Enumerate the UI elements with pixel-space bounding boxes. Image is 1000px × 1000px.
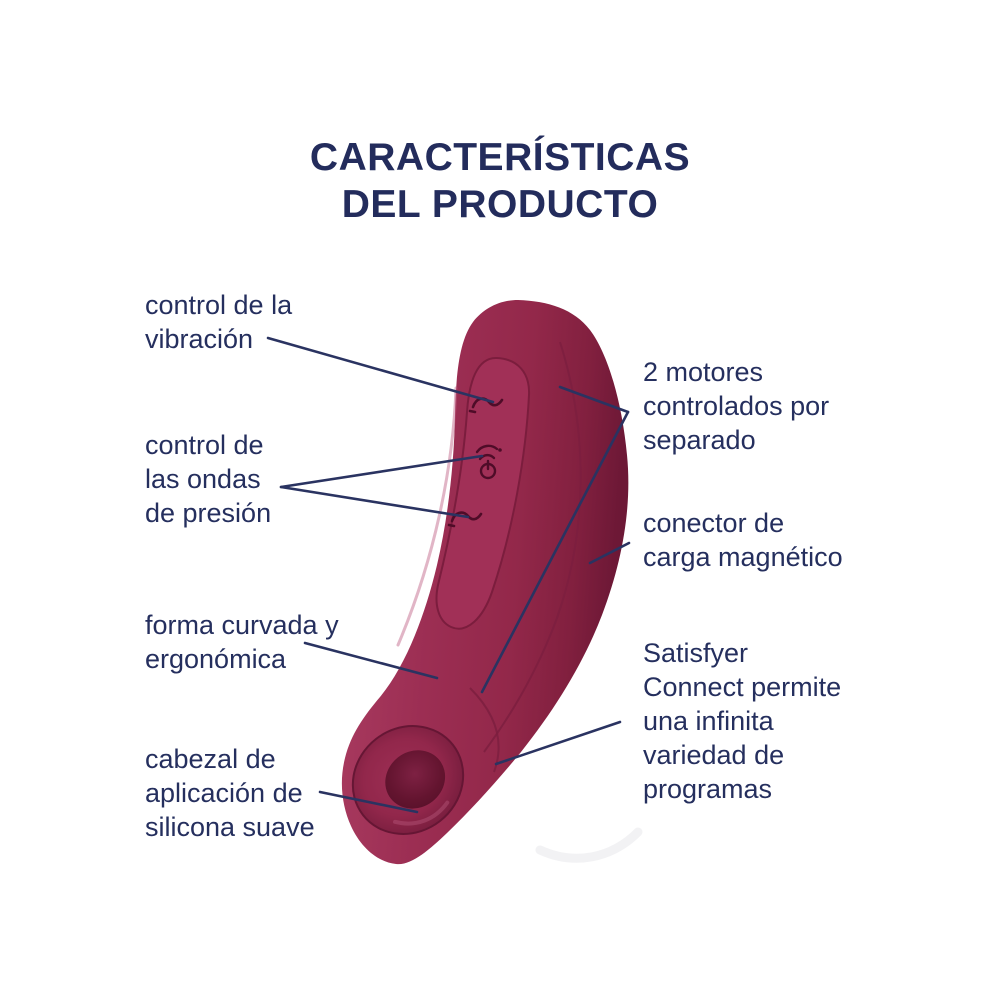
leader-line-magnetic-charger <box>588 541 631 565</box>
silicone-head <box>351 725 465 835</box>
leader-line-two-motors-upper <box>558 385 630 414</box>
label-vibration-control: control de la vibración <box>145 290 293 354</box>
body-highlight <box>396 386 458 647</box>
leader-line-pressure-waves-lower <box>279 485 470 519</box>
head-opening <box>385 750 446 809</box>
leader-line-two-motors-lower <box>480 410 630 694</box>
label-soft-silicone-head: cabezal de aplicación de silicona suave <box>145 744 315 842</box>
leader-line-pressure-waves-upper <box>279 454 484 489</box>
label-magnetic-charging-connector: conector de carga magnético <box>643 508 843 572</box>
leader-line-curved-shape <box>303 641 439 680</box>
label-pressure-wave-control: control de las ondas de presión <box>145 430 272 528</box>
label-curved-ergonomic-shape: forma curvada y ergonómica <box>145 610 339 674</box>
leader-line-satisfyer-connect <box>494 720 622 766</box>
label-satisfyer-connect-app: Satisfyer Connect permite una infinita v… <box>643 638 842 804</box>
leader-line-silicone-head <box>318 790 419 814</box>
control-panel <box>435 356 531 630</box>
page-title: CARACTERÍSTICAS DEL PRODUCTO <box>309 136 691 226</box>
ground-shadow <box>535 827 643 863</box>
power-wave-icon[interactable] <box>475 444 502 480</box>
body-seam <box>483 341 582 753</box>
leader-line-vibration <box>266 336 495 404</box>
label-two-motors: 2 motores controlados por separado <box>643 357 830 455</box>
